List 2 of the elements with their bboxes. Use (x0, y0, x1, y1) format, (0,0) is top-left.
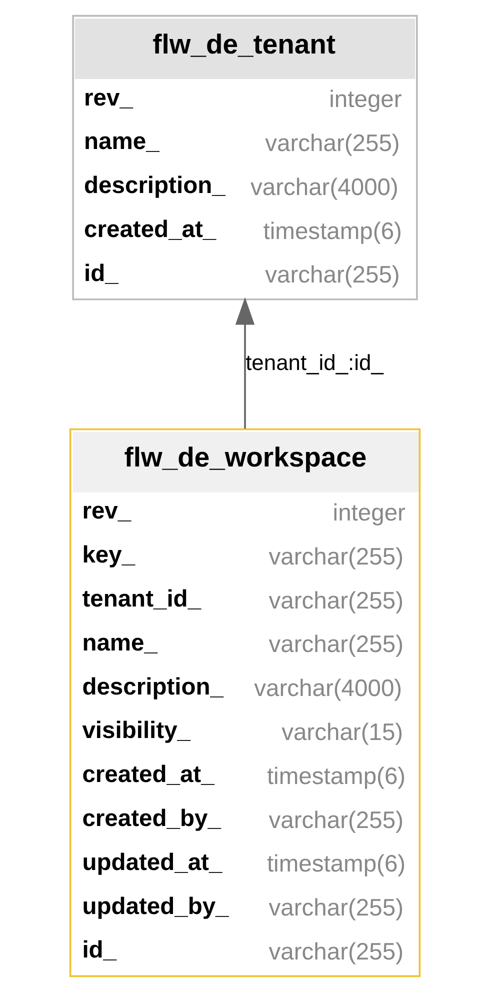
arrow (234, 297, 254, 429)
edge-label: tenant_id_:id_ (245, 350, 383, 375)
